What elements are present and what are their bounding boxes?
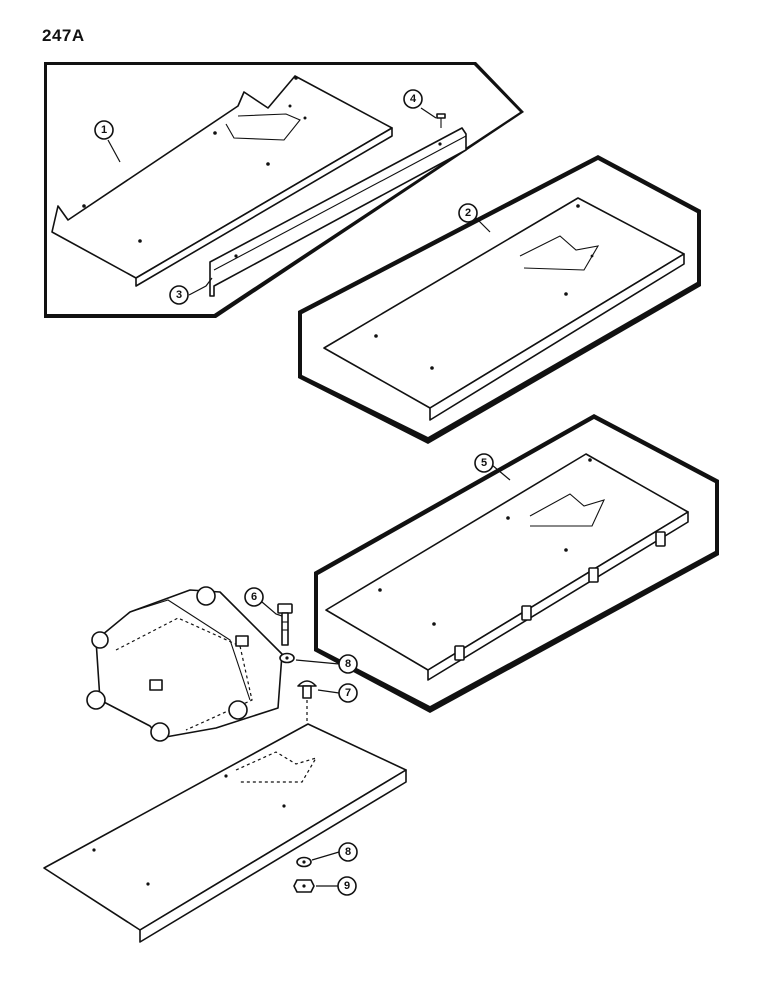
svg-text:4: 4: [410, 93, 417, 105]
callout-1: 1: [94, 120, 114, 140]
callout-8-lower: 8: [338, 842, 358, 862]
svg-text:9: 9: [344, 880, 350, 892]
svg-text:8: 8: [345, 846, 351, 858]
part-9-washer: [293, 879, 315, 893]
part-8-nut-lower: [296, 856, 312, 868]
part-3-angle-strip: [209, 127, 467, 297]
callout-3: 3: [169, 285, 189, 305]
callout-5: 5: [474, 453, 494, 473]
callout-6: 6: [244, 587, 264, 607]
part-4-screw: [436, 113, 446, 128]
lower-floor-plate: [43, 723, 407, 943]
part-7-carriage-bolt: [297, 680, 317, 724]
callout-7: 7: [338, 683, 358, 703]
svg-text:1: 1: [101, 124, 107, 136]
callout-8-upper: 8: [338, 654, 358, 674]
svg-text:2: 2: [465, 207, 471, 219]
page-number: 247A: [42, 26, 85, 45]
support-bracket: [86, 586, 283, 742]
callout-4: 4: [403, 89, 423, 109]
callout-9: 9: [337, 876, 357, 896]
svg-text:5: 5: [481, 457, 487, 469]
part-1-floor-plate: [51, 75, 393, 287]
svg-text:3: 3: [176, 289, 182, 301]
part-2-floor-plate: [323, 197, 685, 421]
callout-2: 2: [458, 203, 478, 223]
svg-text:7: 7: [345, 687, 351, 699]
svg-text:8: 8: [345, 658, 351, 670]
part-5-floor-plate-with-clips: [325, 453, 689, 681]
svg-text:6: 6: [251, 591, 257, 603]
part-6-bolt: [277, 603, 293, 646]
part-8-nut-upper: [279, 652, 295, 664]
leader-lines: [107, 107, 511, 887]
